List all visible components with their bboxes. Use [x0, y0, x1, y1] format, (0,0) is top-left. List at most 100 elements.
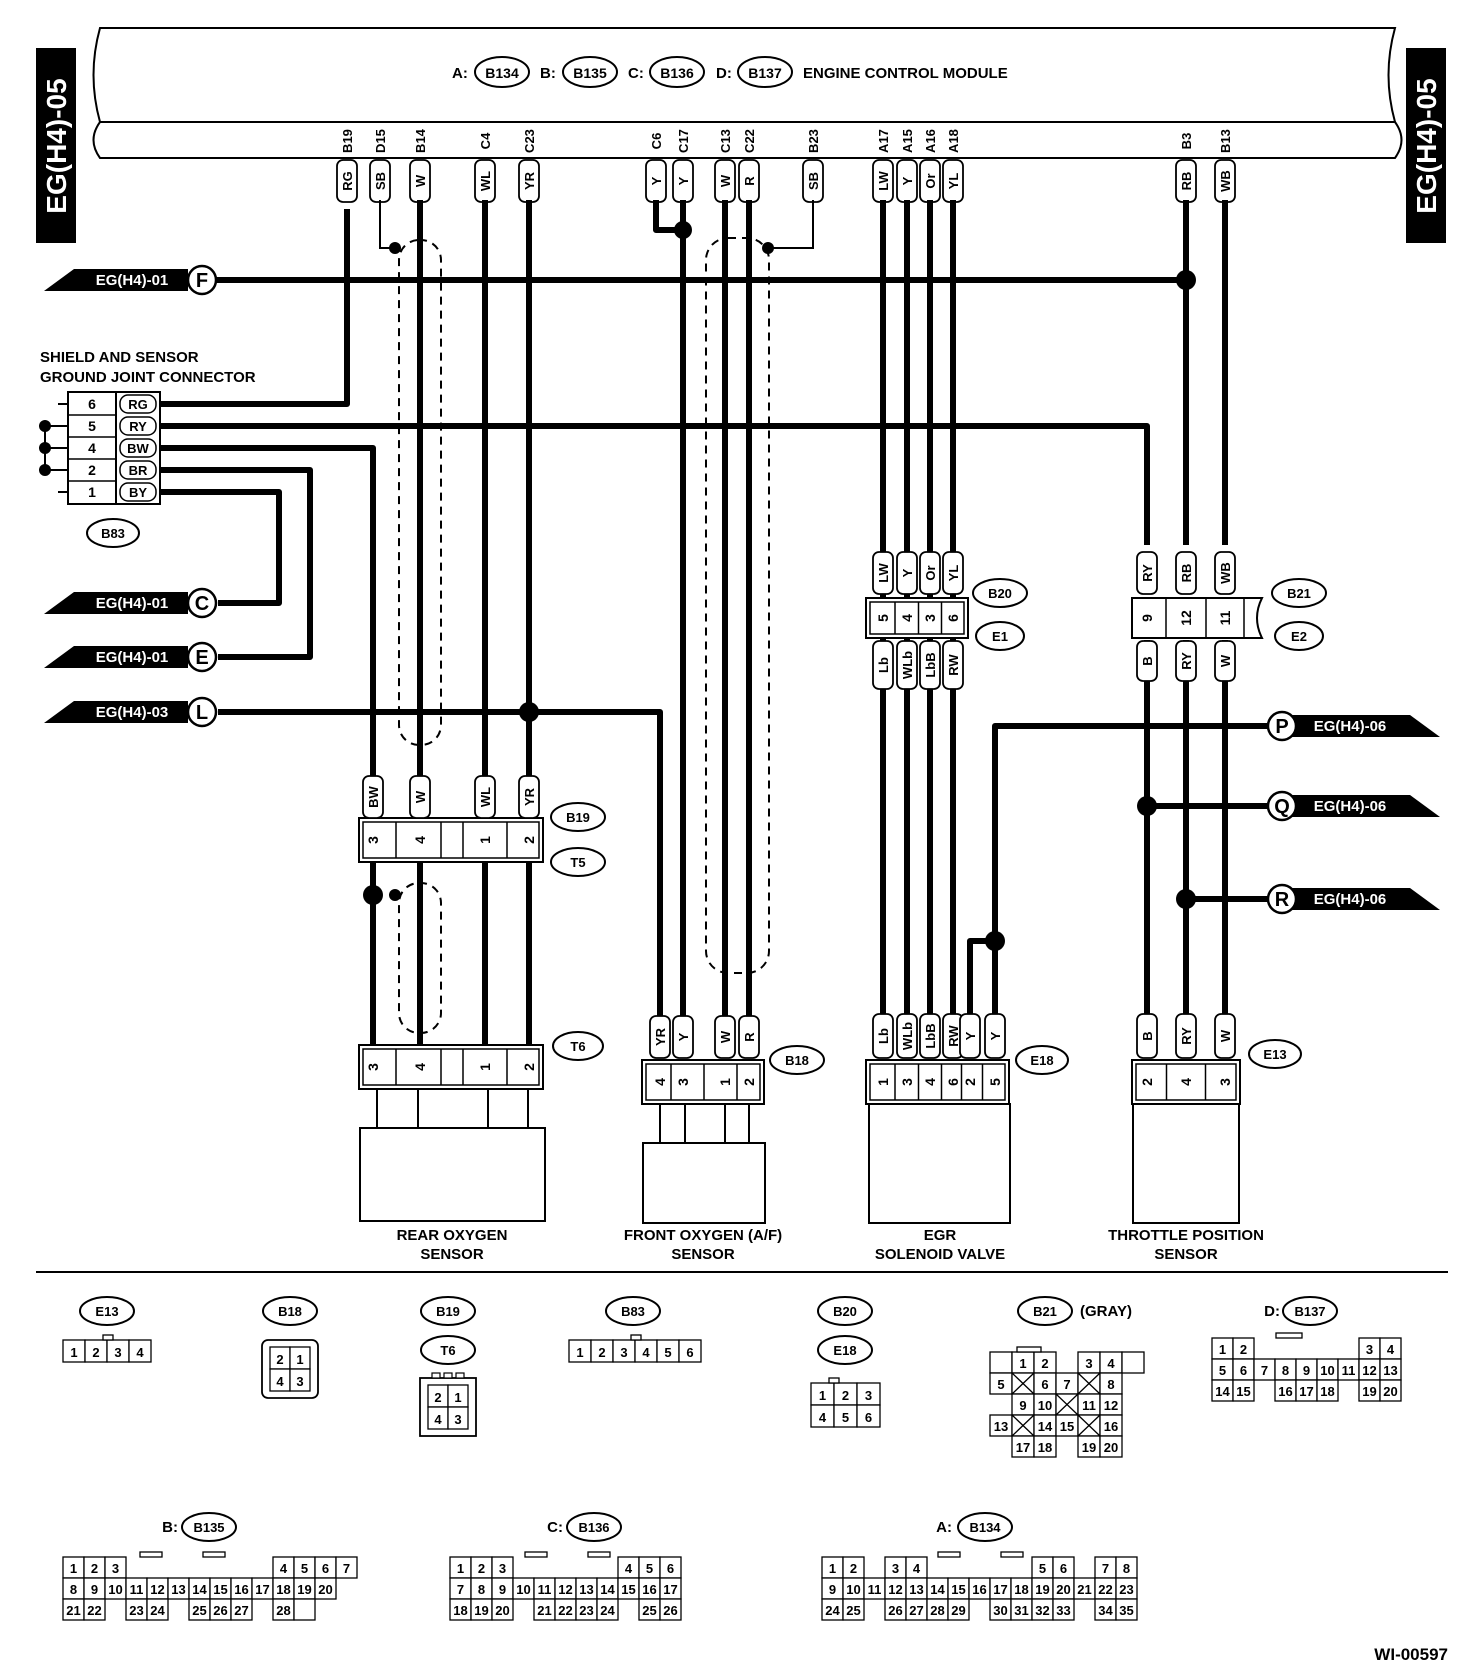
- b19-wire-2: WL: [478, 787, 493, 807]
- joint-title-line1: SHIELD AND SENSOR: [40, 349, 199, 366]
- pin-9: 9: [1139, 614, 1155, 622]
- pin-1: 1: [717, 1078, 733, 1086]
- ecm-wire-a17: LW: [876, 171, 891, 191]
- connector-e13-id: E13: [1263, 1047, 1286, 1062]
- ecm-wire-a15: Y: [900, 176, 915, 185]
- pin-8: 8: [1282, 1363, 1289, 1378]
- e1-wire-1: WLb: [900, 651, 915, 679]
- face-b137-label: B137: [1282, 1296, 1338, 1326]
- tps-label-line1: THROTTLE POSITION: [1108, 1227, 1264, 1244]
- pin-26: 26: [888, 1603, 902, 1618]
- pin-9: 9: [499, 1582, 506, 1597]
- pin-4: 4: [922, 1078, 938, 1086]
- pin-33: 33: [1056, 1603, 1070, 1618]
- face-b137-label-text: B137: [1294, 1304, 1325, 1319]
- pin-29: 29: [951, 1603, 965, 1618]
- offpage-f-ref: EG(H4)-01: [96, 272, 169, 289]
- pin-2: 2: [434, 1390, 441, 1405]
- e18-wire-1: WLb: [900, 1022, 915, 1050]
- offpage-q: EG(H4)-06Q: [1266, 790, 1440, 822]
- e18-wire-0: Lb: [876, 1028, 891, 1044]
- wire-sb-b23: [768, 200, 814, 249]
- pin-24: 24: [600, 1603, 615, 1618]
- pin-10: 10: [516, 1582, 530, 1597]
- pin-15: 15: [213, 1582, 227, 1597]
- pin-22: 22: [558, 1603, 572, 1618]
- face-e18-label-text: E18: [833, 1343, 856, 1358]
- pin-8: 8: [478, 1582, 485, 1597]
- pin-12: 12: [888, 1582, 902, 1597]
- offpage-e-letter: E: [195, 647, 208, 669]
- pin-26: 26: [213, 1603, 227, 1618]
- pin-23: 23: [1119, 1582, 1133, 1597]
- ecm-pin-a17: A17: [876, 129, 891, 153]
- b20-wire-0: LW: [876, 563, 891, 583]
- offpage-r-ref: EG(H4)-06: [1314, 891, 1387, 908]
- ecm-connector-a-label: B134: [485, 65, 519, 81]
- pin-1: 1: [829, 1561, 836, 1576]
- pin-17: 17: [993, 1582, 1007, 1597]
- ecm-prefix-c: C:: [628, 65, 644, 82]
- pin-5: 5: [301, 1561, 308, 1576]
- pin-5: 5: [987, 1078, 1003, 1086]
- wire-bw-joint: [160, 445, 376, 780]
- face-b134-label-text: B134: [969, 1520, 1001, 1535]
- pin-2: 2: [1240, 1342, 1247, 1357]
- ecm-pin-b14: B14: [413, 128, 428, 153]
- joint-pin-2: 2: [88, 462, 96, 478]
- page-ref-left: EG(H4)-05: [41, 78, 72, 213]
- ecm-prefix-a: A:: [452, 65, 468, 82]
- offpage-q-ref: EG(H4)-06: [1314, 798, 1387, 815]
- pin-4: 4: [280, 1561, 288, 1576]
- pin-6: 6: [945, 614, 961, 622]
- wires: [160, 200, 1275, 1045]
- face-b18-label-text: B18: [278, 1304, 302, 1319]
- pin-4: 4: [1387, 1342, 1395, 1357]
- joint-pin-6: 6: [88, 396, 96, 412]
- offpage-f-letter: F: [196, 270, 208, 292]
- pin-10: 10: [108, 1582, 122, 1597]
- joint-wire-bw: BW: [127, 441, 149, 456]
- face-b20-label: B20: [817, 1296, 873, 1326]
- joint-wire-br: BR: [129, 463, 148, 478]
- pin-21: 21: [66, 1603, 80, 1618]
- wire-shields: [398, 237, 770, 1034]
- joint-title-line2: GROUND JOINT CONNECTOR: [40, 369, 256, 386]
- pin-24: 24: [150, 1603, 165, 1618]
- pin-21: 21: [1077, 1582, 1091, 1597]
- wire-sb-d15: [379, 200, 395, 249]
- e1-wire-3: RW: [946, 654, 961, 676]
- pin-5: 5: [646, 1561, 653, 1576]
- pin-5: 5: [842, 1410, 849, 1425]
- joint-wire-rg: RG: [128, 397, 148, 412]
- pin-23: 23: [129, 1603, 143, 1618]
- e1-wire-0: Lb: [876, 657, 891, 673]
- ecm-pin-a18: A18: [946, 129, 961, 153]
- pin-27: 27: [234, 1603, 248, 1618]
- ecm-wire-b13: WB: [1218, 170, 1233, 192]
- ecm-prefix-b: B:: [540, 65, 556, 82]
- pin-6: 6: [667, 1561, 674, 1576]
- ecm-pin-c22: C22: [742, 129, 757, 153]
- offpage-l-letter: L: [196, 702, 208, 724]
- pin-4: 4: [276, 1374, 284, 1389]
- joint-connector-b83: SHIELD AND SENSOR GROUND JOINT CONNECTOR…: [40, 349, 256, 548]
- face-b83-label: B83: [605, 1296, 661, 1326]
- connector-t6-id: T6: [570, 1039, 585, 1054]
- pin-10: 10: [1320, 1363, 1334, 1378]
- pin-23: 23: [579, 1603, 593, 1618]
- pin-12: 12: [150, 1582, 164, 1597]
- pin-27: 27: [909, 1603, 923, 1618]
- offpage-c-ref: EG(H4)-01: [96, 595, 169, 612]
- connector-b19-id: B19: [566, 810, 590, 825]
- pin-3: 3: [1366, 1342, 1373, 1357]
- pin-7: 7: [1063, 1377, 1070, 1392]
- pin-32: 32: [1035, 1603, 1049, 1618]
- pin-22: 22: [87, 1603, 101, 1618]
